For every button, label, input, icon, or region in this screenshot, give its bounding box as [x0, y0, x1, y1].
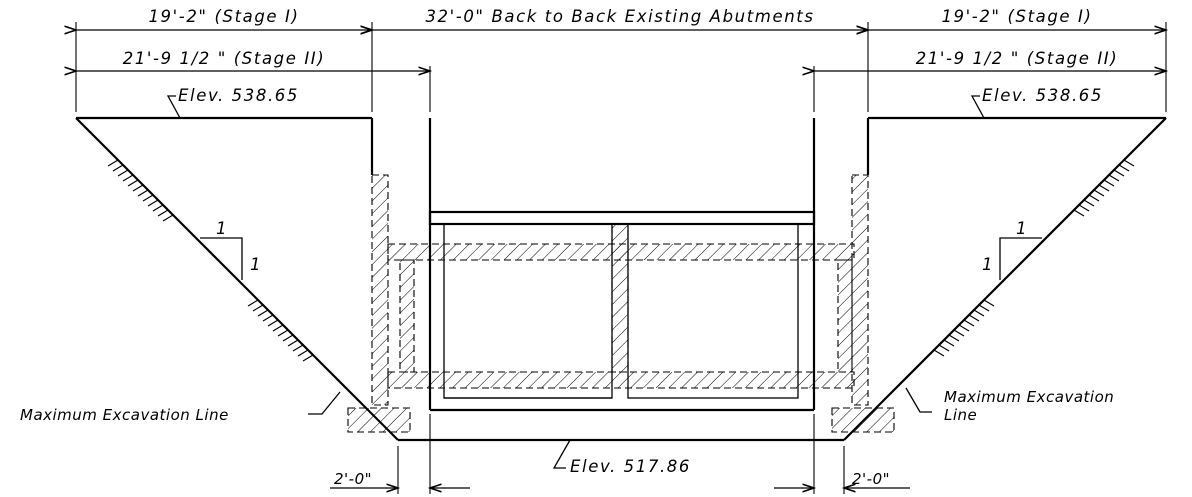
dim-top-left: 19'-2" (Stage I) [148, 7, 299, 26]
bottom-dimensions [330, 414, 910, 494]
dim-top-right: 19'-2" (Stage I) [941, 7, 1092, 26]
note-right-excavation-2: Line [944, 406, 977, 424]
dim-bottom-right: 2'-0" [852, 470, 890, 488]
slope-right-run: 1 [1016, 219, 1028, 238]
elev-bottom: Elev. 517.86 [570, 457, 691, 476]
excavation-note-leaders [308, 387, 932, 415]
slope-left-run: 1 [216, 219, 228, 238]
dim-bottom-left: 2'-0" [334, 470, 372, 488]
abutment-walls [370, 118, 870, 410]
excavation-outline [75, 116, 1167, 442]
dim-second-right: 21'-9 1/2 " (Stage II) [916, 49, 1119, 68]
slope-right-rise: 1 [982, 255, 994, 274]
elev-top-right: Elev. 538.65 [982, 86, 1103, 105]
dim-top-center: 32'-0" Back to Back Existing Abutments [425, 7, 814, 26]
dim-second-left: 21'-9 1/2 " (Stage II) [123, 49, 326, 68]
elev-top-left: Elev. 538.65 [178, 86, 299, 105]
elevation-leaders [166, 95, 985, 469]
soil-hatching [107, 159, 1135, 362]
dimension-lines [76, 22, 1166, 112]
hatched-existing-elements [347, 174, 895, 433]
note-left-excavation: Maximum Excavation Line [20, 406, 229, 424]
slope-indicators [200, 237, 1042, 280]
slope-left-rise: 1 [250, 255, 262, 274]
note-right-excavation-1: Maximum Excavation [944, 388, 1114, 406]
